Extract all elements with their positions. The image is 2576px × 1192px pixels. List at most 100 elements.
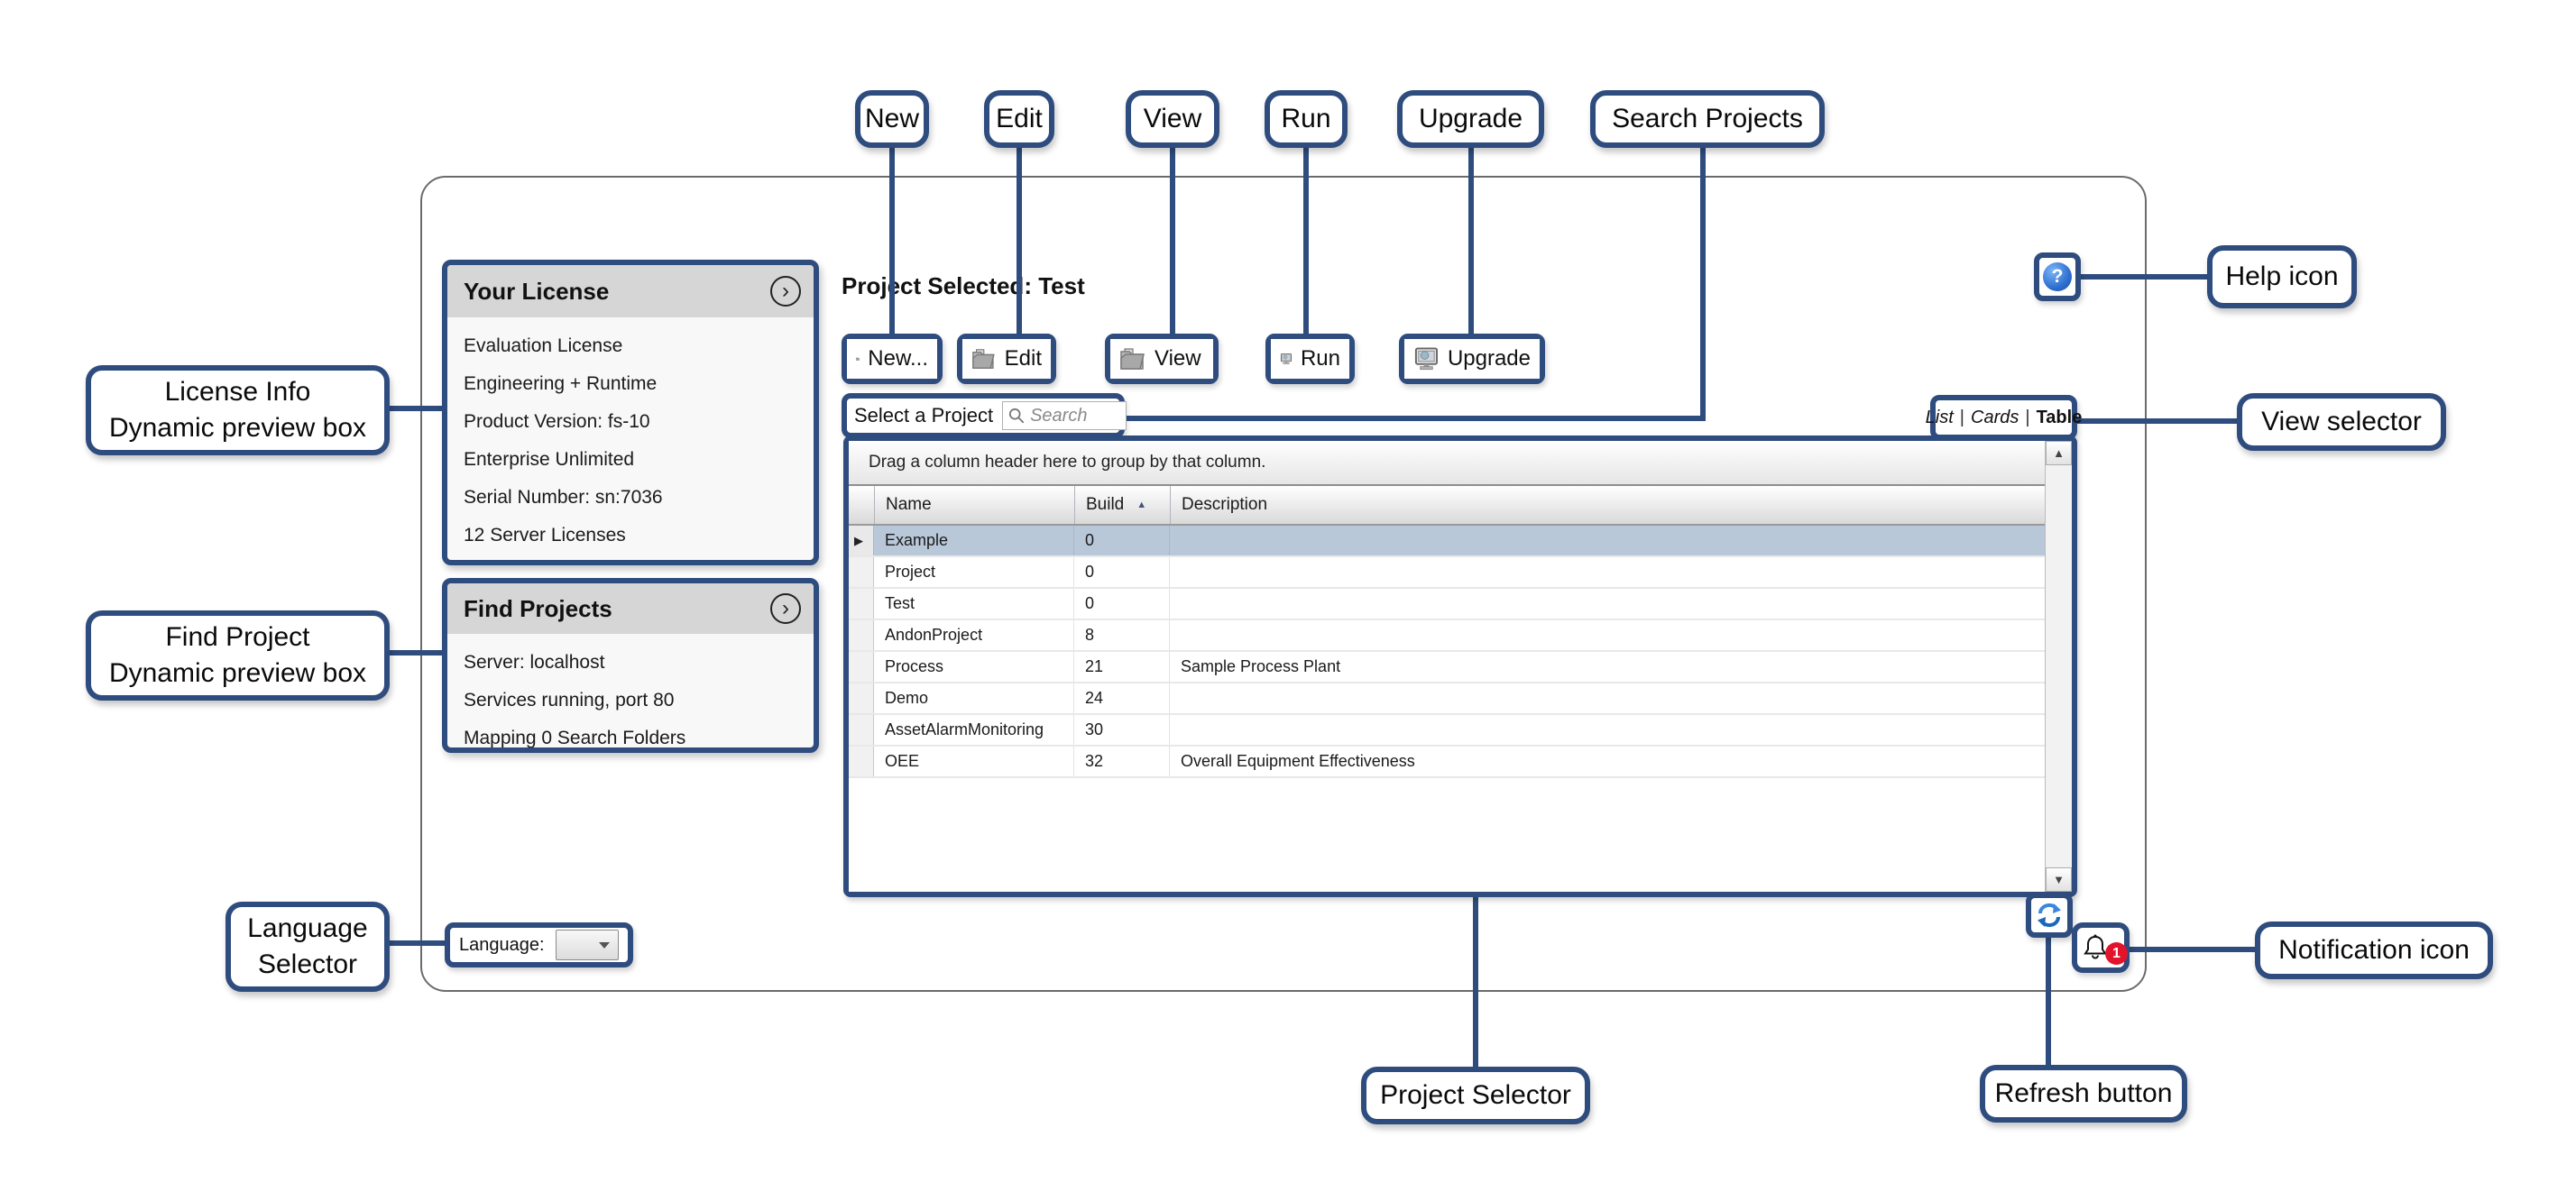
project-search[interactable] — [1002, 401, 1127, 430]
callout-find-project: Find Project Dynamic preview box — [86, 610, 390, 701]
scroll-down-button[interactable]: ▼ — [2046, 867, 2072, 892]
view-option-table[interactable]: Table — [2036, 407, 2083, 427]
cell-description — [1170, 589, 2045, 619]
column-header-build[interactable]: Build ▲ — [1074, 486, 1170, 524]
group-by-band[interactable]: Drag a column header here to group by th… — [849, 441, 2045, 486]
connector-refresh — [2046, 936, 2051, 1065]
cell-name: OEE — [874, 747, 1074, 776]
search-input[interactable] — [1030, 405, 1121, 426]
callout-search-projects: Search Projects — [1590, 90, 1825, 148]
help-glyph: ? — [2051, 266, 2064, 287]
notification-button[interactable]: 1 — [2072, 922, 2130, 973]
language-select[interactable] — [555, 930, 619, 960]
find-projects-panel: Find Projects › Server: localhost Servic… — [442, 578, 819, 753]
callout-notification-icon-label: Notification icon — [2278, 935, 2470, 965]
chevron-down-icon — [599, 942, 610, 949]
license-panel: Your License › Evaluation License Engine… — [442, 260, 819, 565]
callout-run-label: Run — [1281, 104, 1331, 133]
view-option-cards[interactable]: Cards — [1971, 407, 2019, 427]
license-item: Engineering + Runtime — [464, 373, 658, 394]
cell-description — [1170, 620, 2045, 650]
row-gutter[interactable] — [849, 589, 874, 619]
run-button[interactable]: Run — [1265, 334, 1355, 384]
table-scrollbar[interactable]: ▲ ▼ — [2045, 441, 2072, 892]
cell-build: 0 — [1074, 526, 1170, 555]
select-project-label: Select a Project — [854, 404, 994, 426]
column-header-description[interactable]: Description — [1170, 486, 2045, 524]
cell-description — [1170, 715, 2045, 745]
row-gutter[interactable] — [849, 747, 874, 776]
license-item: 12 Server Licenses — [464, 525, 626, 546]
callout-run: Run — [1265, 90, 1348, 148]
row-gutter[interactable] — [849, 620, 874, 650]
license-panel-title: Your License — [464, 277, 610, 305]
license-item: Evaluation License — [464, 335, 623, 356]
connector-notification — [2128, 947, 2255, 952]
callout-view: View — [1126, 90, 1219, 148]
help-button[interactable]: ? — [2034, 252, 2081, 301]
run-button-label: Run — [1300, 346, 1340, 371]
cell-build: 32 — [1074, 747, 1170, 776]
callout-license-info-label: License Info Dynamic preview box — [108, 377, 367, 443]
view-separator: | — [2025, 407, 2030, 427]
upgrade-button-label: Upgrade — [1447, 346, 1531, 371]
new-button[interactable]: New... — [842, 334, 943, 384]
language-label: Language: — [459, 934, 545, 955]
connector-find-project — [388, 650, 442, 656]
help-icon[interactable]: ? — [2043, 262, 2072, 291]
scroll-up-button[interactable]: ▲ — [2046, 441, 2072, 465]
find-projects-item: Server: localhost — [464, 652, 605, 673]
upgrade-button[interactable]: Upgrade — [1399, 334, 1545, 384]
license-expiry-link[interactable]: License expires in 88 days — [447, 563, 814, 565]
edit-button-label: Edit — [1004, 346, 1042, 371]
row-gutter[interactable] — [849, 715, 874, 745]
row-gutter[interactable]: ▶ — [849, 526, 874, 555]
view-button[interactable]: View — [1105, 334, 1219, 384]
cell-description — [1170, 683, 2045, 713]
cell-name: AndonProject — [874, 620, 1074, 650]
chevron-glyph: › — [782, 279, 789, 303]
sort-asc-icon: ▲ — [1136, 500, 1147, 510]
chevron-right-icon[interactable]: › — [770, 276, 801, 307]
scroll-up-icon: ▲ — [2053, 446, 2065, 460]
folder-icon — [856, 357, 860, 361]
row-gutter[interactable] — [849, 652, 874, 682]
project-table: Drag a column header here to group by th… — [843, 436, 2077, 897]
callout-help-icon-label: Help icon — [2225, 261, 2339, 291]
find-projects-title: Find Projects — [464, 594, 612, 622]
find-projects-header: Find Projects › — [447, 583, 814, 634]
cell-name: Project — [874, 557, 1074, 587]
monitor-icon — [1280, 353, 1293, 364]
find-projects-item: Mapping 0 Search Folders — [464, 728, 686, 748]
folder-icon — [1120, 348, 1145, 370]
row-gutter[interactable] — [849, 683, 874, 713]
column-header-name[interactable]: Name — [874, 486, 1074, 524]
callout-notification-icon: Notification icon — [2255, 922, 2493, 979]
chevron-glyph: › — [782, 596, 789, 620]
view-option-list[interactable]: List — [1925, 407, 1954, 427]
refresh-button[interactable] — [2026, 893, 2073, 938]
edit-button[interactable]: Edit — [957, 334, 1056, 384]
group-by-hint: Drag a column header here to group by th… — [869, 453, 1266, 472]
folder-icon — [972, 349, 995, 369]
connector-language — [388, 940, 445, 946]
row-gutter[interactable] — [849, 557, 874, 587]
table-header: Name Build ▲ Description — [849, 486, 2045, 526]
cell-description — [1170, 526, 2045, 555]
cell-description: Overall Equipment Effectiveness — [1181, 752, 1415, 770]
chevron-right-icon[interactable]: › — [770, 593, 801, 624]
connector-help — [2079, 274, 2207, 280]
connector-search-vertical — [1700, 146, 1706, 421]
connector-license-info — [388, 406, 442, 411]
connector-view — [1170, 146, 1175, 337]
callout-view-selector-label: View selector — [2261, 407, 2422, 436]
